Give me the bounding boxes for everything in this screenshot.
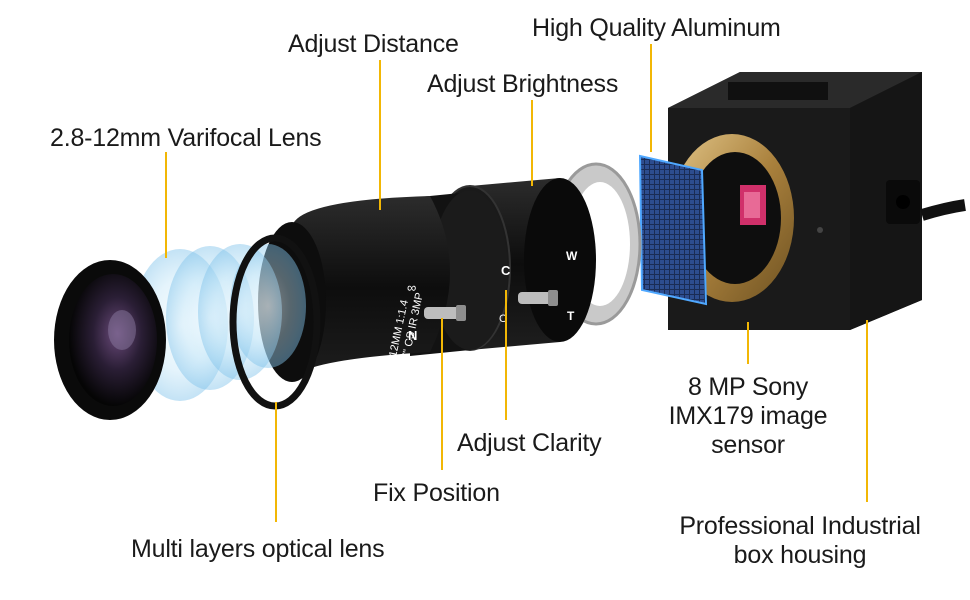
label-varifocal-lens: 2.8-12mm Varifocal Lens	[50, 124, 322, 152]
leader-varifocal	[165, 152, 167, 258]
leader-sensor	[747, 322, 749, 364]
leader-aluminum	[650, 44, 652, 152]
label-sensor-line3: sensor	[711, 430, 785, 459]
mark-infinity: ∞	[407, 280, 416, 295]
leader-multi	[275, 402, 277, 522]
label-adjust-clarity: Adjust Clarity	[457, 429, 602, 457]
mark-c: C	[501, 263, 511, 278]
label-housing-line2: box housing	[733, 540, 867, 569]
leader-fix	[441, 318, 443, 470]
leader-distance	[379, 60, 381, 210]
mark-w: W	[566, 249, 578, 263]
label-adjust-brightness: Adjust Brightness	[427, 70, 619, 98]
label-housing-line1: Professional Industrial	[679, 512, 921, 540]
label-sensor-line2: IMX179 image	[668, 401, 828, 430]
label-sensor-line1: 8 MP Sony	[687, 373, 809, 401]
mark-n: N	[408, 328, 417, 343]
front-lens	[54, 260, 166, 420]
leader-clarity	[505, 290, 507, 420]
label-housing: Professional Industrial box housing	[660, 512, 940, 570]
mark-o: O	[499, 313, 508, 325]
clarity-screw	[518, 290, 558, 306]
label-high-quality-aluminum: High Quality Aluminum	[532, 14, 781, 42]
mark-t: T	[567, 309, 575, 323]
leader-brightness	[531, 100, 533, 186]
fix-screw	[424, 305, 466, 321]
label-fix-position: Fix Position	[373, 479, 500, 507]
label-multi-layers: Multi layers optical lens	[131, 535, 385, 563]
label-adjust-distance: Adjust Distance	[288, 30, 459, 58]
leader-housing	[866, 320, 868, 502]
label-sensor: 8 MP Sony IMX179 image sensor	[633, 373, 863, 459]
sensor-board	[638, 154, 708, 306]
